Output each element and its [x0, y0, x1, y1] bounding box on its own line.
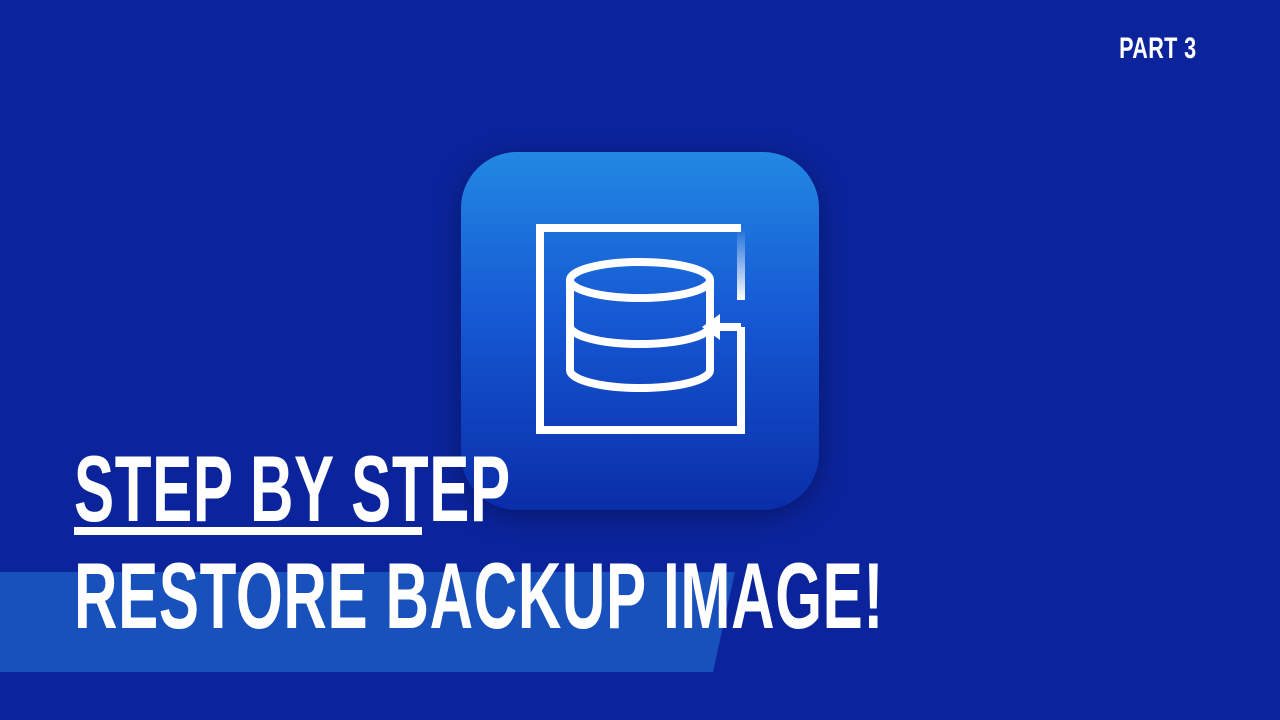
headline-line-2: RESTORE BACKUP IMAGE!	[74, 543, 885, 648]
headline-line-1: STEP BY STEP	[74, 436, 511, 541]
app-icon-tile	[461, 152, 819, 510]
database-restore-icon	[536, 224, 745, 434]
part-label: PART 3	[1118, 32, 1196, 65]
accent-stripe	[0, 572, 735, 672]
headline-underline	[74, 527, 422, 535]
